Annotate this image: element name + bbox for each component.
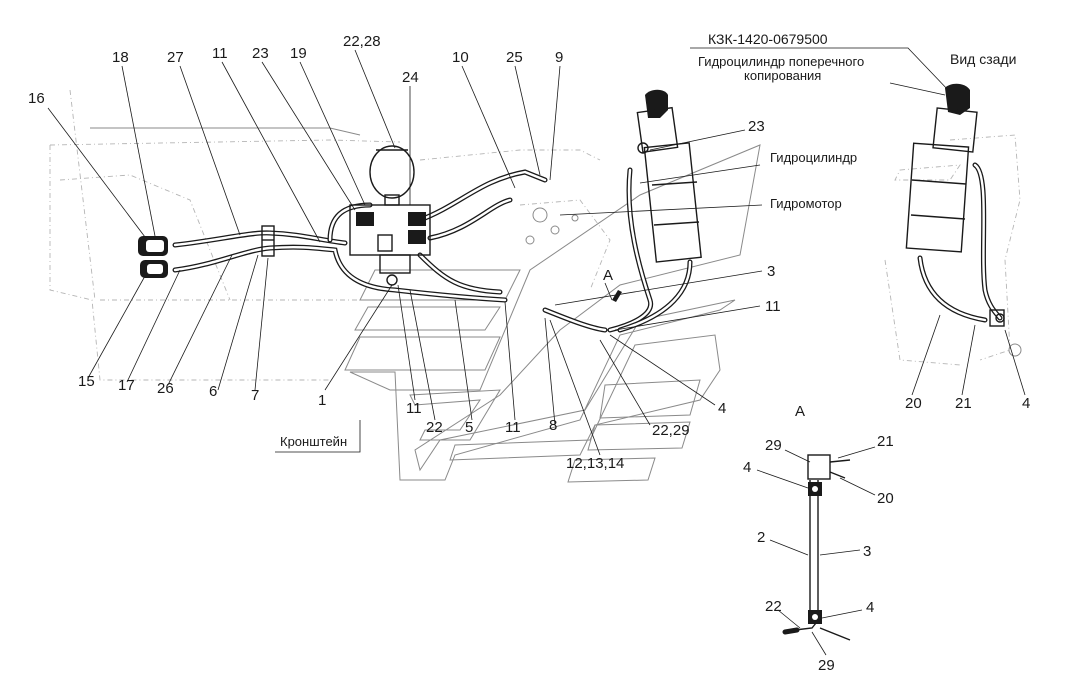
- callout: 19: [290, 45, 307, 62]
- rear-view-caption: Вид сзади: [950, 51, 1016, 67]
- callout: 4: [718, 400, 726, 417]
- callout: 22: [765, 598, 782, 615]
- view-a-title: А: [795, 403, 805, 420]
- part-number-caption: КЗК-1420-0679500: [708, 31, 828, 47]
- leader-lines: [47, 47, 1026, 656]
- callouts: 16 18 27 11 23 19 22,28 24 10 25 9 23 3 …: [28, 33, 1030, 674]
- view-a-arrow: [612, 290, 622, 302]
- callout: 22,29: [652, 422, 690, 439]
- view-a-marker: А: [603, 267, 613, 284]
- callout: 11: [765, 298, 781, 315]
- bracket-caption: Кронштейн: [280, 434, 347, 449]
- callout: 4: [866, 599, 874, 616]
- callout: 10: [452, 49, 469, 66]
- callout: 6: [209, 383, 217, 400]
- callout: 21: [877, 433, 894, 450]
- callout: 23: [748, 118, 765, 135]
- callout: 27: [167, 49, 184, 66]
- callout: 11: [505, 419, 521, 436]
- callout: 20: [877, 490, 894, 507]
- callout: 29: [765, 437, 782, 454]
- callout: 1: [318, 392, 326, 409]
- callout: 25: [506, 49, 523, 66]
- callout: 26: [157, 380, 174, 397]
- rear-view-cylinder: [884, 83, 1022, 366]
- view-a-detail: [782, 454, 851, 641]
- machine-outline: [49, 89, 611, 381]
- callout: 11: [212, 45, 228, 62]
- callout: 3: [863, 543, 871, 560]
- hydro-motor-caption: Гидромотор: [770, 196, 842, 211]
- callout: 4: [1022, 395, 1030, 412]
- callout: 12,13,14: [566, 455, 624, 472]
- cylinder-caption-line2: копирования: [744, 68, 821, 83]
- callout: 24: [402, 69, 419, 86]
- callout: 3: [767, 263, 775, 280]
- callout: 21: [955, 395, 972, 412]
- chevron-panels: [344, 144, 761, 483]
- callout: 9: [555, 49, 563, 66]
- callout: 8: [549, 417, 557, 434]
- callout: 7: [251, 387, 259, 404]
- callout: 5: [465, 419, 473, 436]
- hydro-cylinder-caption: Гидроцилиндр: [770, 150, 857, 165]
- callout: 22,28: [343, 33, 381, 50]
- callout: 4: [743, 459, 751, 476]
- quick-couplings: [138, 225, 275, 278]
- callout: 29: [818, 657, 835, 674]
- callout: 11: [406, 400, 422, 417]
- main-cylinder: [636, 89, 702, 263]
- callout: 20: [905, 395, 922, 412]
- hoses: [172, 167, 693, 333]
- callout: 15: [78, 373, 95, 390]
- valve-block: [349, 145, 431, 286]
- callout: 2: [757, 529, 765, 546]
- callout: 22: [426, 419, 443, 436]
- callout: 16: [28, 90, 45, 107]
- callout: 17: [118, 377, 135, 394]
- callout: 23: [252, 45, 269, 62]
- cylinder-caption-line1: Гидроцилиндр поперечного: [698, 54, 864, 69]
- callout: 18: [112, 49, 129, 66]
